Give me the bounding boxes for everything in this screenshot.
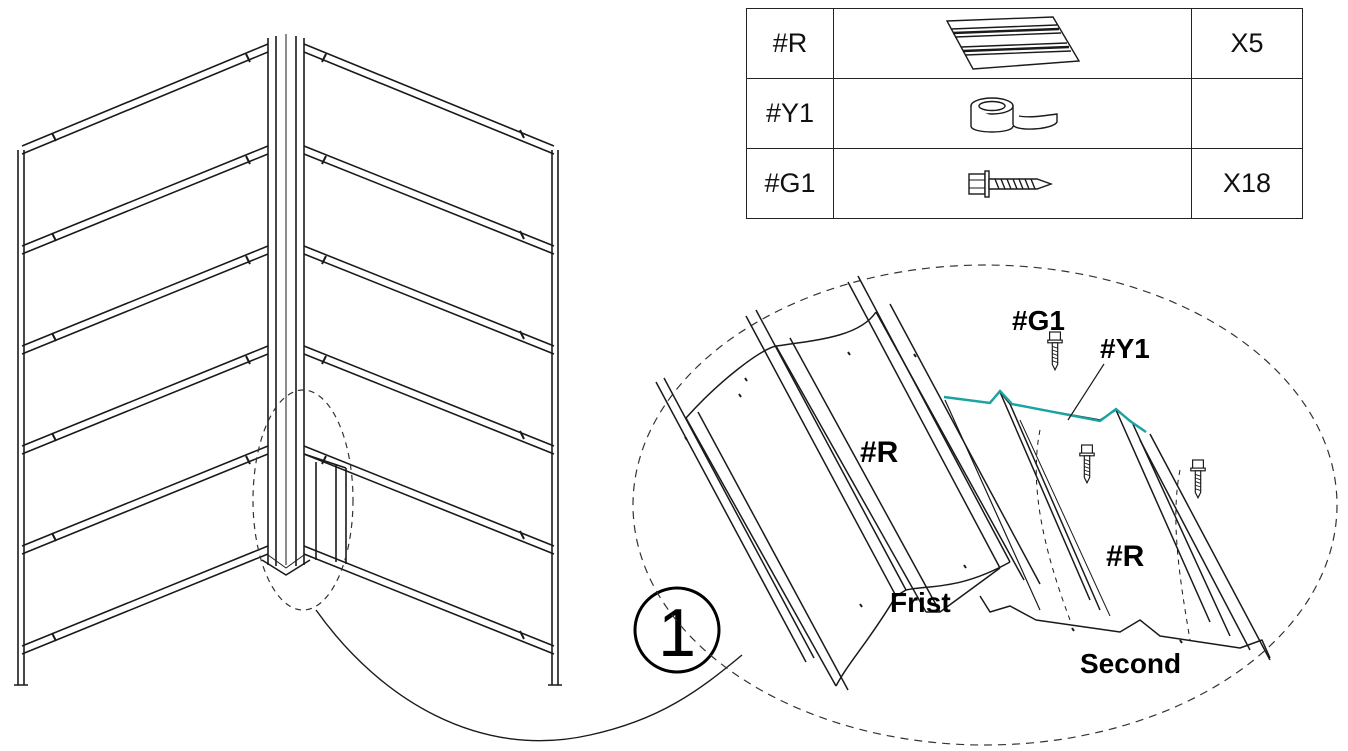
tape-leader-line <box>1067 363 1105 421</box>
label-panel-second-r: #R <box>1106 540 1145 573</box>
step-number-badge: 1 <box>633 586 721 674</box>
part-code: #G1 <box>746 148 834 219</box>
callout-leader-line <box>315 609 743 742</box>
label-first: Frist <box>890 587 951 618</box>
part-qty: X5 <box>1191 8 1303 79</box>
detail-callout-ellipse <box>252 389 354 611</box>
screw-g1-middle-icon <box>1079 444 1095 484</box>
parts-table: #R X5 #Y1 <box>746 8 1303 219</box>
parts-row: #Y1 <box>746 78 1303 149</box>
part-code: #Y1 <box>746 78 834 149</box>
screw-g1-top-icon <box>1047 331 1063 371</box>
label-second: Second <box>1080 648 1181 679</box>
part-qty <box>1191 78 1303 149</box>
screw-g1-right-icon <box>1190 459 1206 499</box>
label-panel-first-r: #R <box>860 436 899 469</box>
label-tape-y1: #Y1 <box>1100 333 1150 364</box>
self-drilling-screw-icon <box>833 148 1192 219</box>
sealing-tape-icon <box>833 78 1192 149</box>
sealing-tape-line <box>943 389 1147 433</box>
roof-panel-icon <box>833 8 1192 79</box>
step-number: 1 <box>658 595 696 671</box>
roof-frame-drawing <box>14 34 562 686</box>
label-screw-g1: #G1 <box>1012 305 1065 336</box>
detail-view-ellipse <box>632 264 1338 746</box>
parts-row: #G1 X18 <box>746 148 1303 219</box>
parts-row: #R X5 <box>746 8 1303 79</box>
part-qty: X18 <box>1191 148 1303 219</box>
part-code: #R <box>746 8 834 79</box>
detail-panels-drawing <box>655 275 1271 691</box>
